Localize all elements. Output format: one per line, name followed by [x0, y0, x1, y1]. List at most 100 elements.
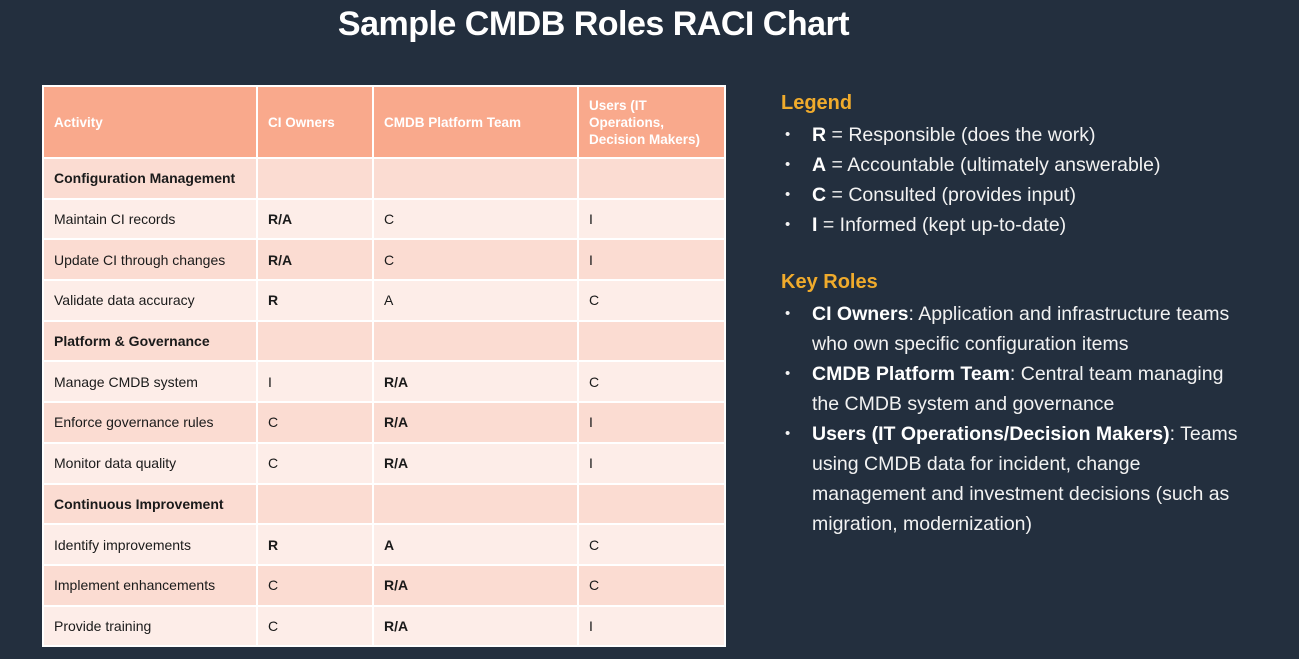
- legend-item-text: A = Accountable (ultimately answerable): [812, 154, 1161, 176]
- key-role-item: • CMDB Platform Team: Central team managi…: [781, 359, 1253, 419]
- raci-cell-cmdb-platform-team: [374, 484, 579, 524]
- legend-item-text: R = Responsible (does the work): [812, 124, 1096, 146]
- legend-list: •R = Responsible (does the work)•A = Acc…: [781, 120, 1253, 240]
- activity-cell: Monitor data quality: [44, 443, 258, 483]
- header-cell-label: Activity: [54, 114, 103, 130]
- bullet-icon: •: [785, 305, 791, 322]
- bullet-icon: •: [785, 156, 791, 173]
- raci-letter: C: [589, 373, 600, 390]
- bullet-icon: •: [785, 365, 791, 382]
- raci-cell-ci-owners: [258, 484, 374, 524]
- raci-cell-cmdb-platform-team: C: [374, 199, 579, 239]
- raci-letter: C: [589, 577, 600, 594]
- header-cell-label: CI Owners: [268, 114, 335, 130]
- raci-cell-cmdb-platform-team: [374, 321, 579, 361]
- raci-cell-cmdb-platform-team: R/A: [374, 362, 579, 402]
- activity-cell: Validate data accuracy: [44, 281, 258, 320]
- header-cell-cmdb-platform-team: CMDB Platform Team: [374, 87, 579, 157]
- raci-cell-cmdb-platform-team: C: [374, 240, 579, 280]
- legend-item-term: I: [812, 214, 818, 236]
- bullet-icon: •: [785, 186, 791, 203]
- raci-cell-ci-owners: R/A: [258, 199, 374, 239]
- legend-item-term: A: [812, 154, 827, 176]
- raci-cell-ci-owners: C: [258, 565, 374, 605]
- key-role-item-term: CI Owners: [812, 303, 909, 325]
- key-role-item-text: CI Owners: Application and infrastructur…: [812, 303, 1230, 355]
- activity-cell: Configuration Management: [44, 159, 258, 198]
- raci-cell-cmdb-platform-team: R/A: [374, 606, 579, 646]
- section-row: Continuous Improvement: [44, 482, 724, 524]
- raci-letter: I: [589, 251, 593, 268]
- key-role-item-term: Users (IT Operations/Decision Makers): [812, 423, 1170, 445]
- header-cell-label: Users (IT Operations, Decision Makers): [589, 97, 701, 147]
- activity-cell: Platform & Governance: [44, 321, 258, 361]
- activity-cell: Manage CMDB system: [44, 362, 258, 402]
- raci-cell-cmdb-platform-team: [374, 159, 579, 198]
- raci-letter: R: [268, 292, 279, 309]
- raci-letter: I: [589, 617, 593, 634]
- raci-cell-users: [579, 159, 724, 198]
- raci-cell-ci-owners: R/A: [258, 240, 374, 280]
- raci-letter: I: [268, 373, 272, 390]
- bullet-icon: •: [785, 216, 791, 233]
- raci-cell-ci-owners: [258, 321, 374, 361]
- key-role-item-text: CMDB Platform Team: Central team managin…: [812, 363, 1224, 415]
- header-cell-users: Users (IT Operations, Decision Makers): [579, 87, 724, 157]
- key-role-item-term: CMDB Platform Team: [812, 363, 1010, 385]
- legend-item-term: R: [812, 124, 827, 146]
- legend-item: • A = Accountable (ultimately answerable): [781, 150, 1253, 180]
- raci-cell-ci-owners: [258, 159, 374, 198]
- raci-letter: C: [589, 536, 600, 553]
- header-cell-activity: Activity: [44, 87, 258, 157]
- raci-cell-ci-owners: R: [258, 281, 374, 320]
- bullet-icon: •: [785, 425, 791, 442]
- raci-letter: R/A: [268, 251, 293, 268]
- raci-cell-ci-owners: C: [258, 403, 374, 442]
- key-role-item-text: Users (IT Operations/Decision Makers): T…: [812, 423, 1238, 535]
- page-title: Sample CMDB Roles RACI Chart: [337, 5, 850, 43]
- raci-letter: C: [268, 617, 279, 634]
- legend-item-text: I = Informed (kept up-to-date): [812, 214, 1067, 236]
- raci-cell-users: I: [579, 403, 724, 442]
- raci-letter: C: [384, 251, 395, 268]
- activity-cell: Provide training: [44, 606, 258, 646]
- raci-cell-cmdb-platform-team: A: [374, 525, 579, 564]
- key-role-item: • CI Owners: Application and infrastructu…: [781, 299, 1253, 359]
- legend-item: •R = Responsible (does the work): [781, 120, 1253, 150]
- raci-cell-users: C: [579, 525, 724, 564]
- table-row: Provide training C R/A I: [44, 604, 724, 646]
- raci-cell-users: I: [579, 200, 724, 239]
- raci-cell-users: I: [579, 444, 724, 483]
- raci-cell-users: [579, 485, 724, 524]
- raci-cell-users: I: [579, 607, 724, 646]
- section-row: Platform & Governance: [44, 319, 724, 361]
- raci-letter: C: [268, 414, 279, 431]
- raci-letter: I: [589, 414, 593, 431]
- raci-letter: R/A: [268, 211, 293, 228]
- section-row: Configuration Management: [44, 157, 724, 198]
- raci-cell-users: C: [579, 281, 724, 320]
- key-roles-list: • CI Owners: Application and infrastructu…: [781, 299, 1253, 539]
- legend-item-term: C: [812, 184, 827, 206]
- raci-letter: C: [589, 292, 600, 309]
- raci-letter: R/A: [384, 455, 409, 472]
- table-row: Manage CMDB system I R/A C: [44, 360, 724, 402]
- legend-heading: Legend: [781, 92, 853, 114]
- key-roles-heading: Key Roles: [781, 271, 878, 293]
- raci-cell-cmdb-platform-team: R/A: [374, 565, 579, 605]
- header-cell-ci-owners: CI Owners: [258, 87, 374, 157]
- raci-cell-cmdb-platform-team: A: [374, 281, 579, 320]
- side-panel: Legend •R = Responsible (does the work)•…: [781, 90, 1253, 539]
- raci-letter: C: [384, 211, 395, 228]
- raci-letter: R/A: [384, 577, 409, 594]
- raci-cell-users: [579, 322, 724, 361]
- raci-letter: I: [589, 211, 593, 228]
- activity-cell: Continuous Improvement: [44, 484, 258, 524]
